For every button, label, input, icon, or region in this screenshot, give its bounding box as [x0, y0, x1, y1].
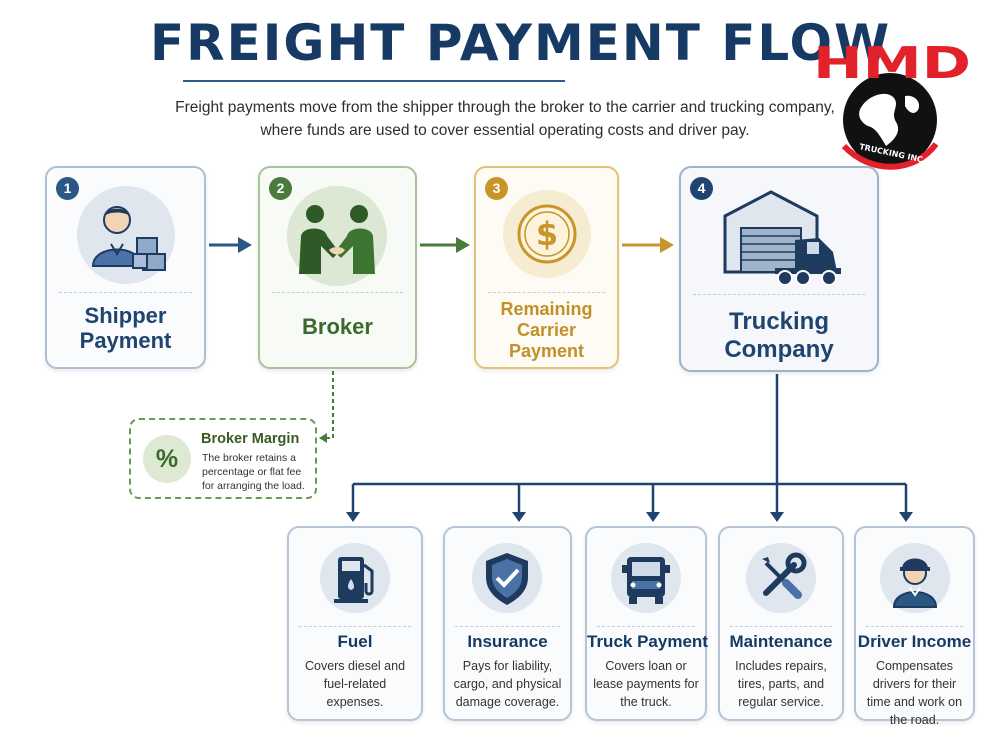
divider [59, 292, 192, 293]
page-title: FREIGHT PAYMENT FLOW [150, 14, 892, 72]
divider [693, 294, 865, 295]
expense-card-insurance: Insurance Pays for liability, cargo, and… [443, 526, 572, 721]
step-label-line-1: Shipper [84, 303, 167, 328]
broker-margin-callout: % Broker Margin The broker retains a per… [129, 418, 317, 499]
divider [299, 626, 411, 627]
arrow-1-2-head [238, 237, 252, 253]
divider [866, 626, 963, 627]
step-card-broker: 2 Broker [258, 166, 417, 369]
step-card-trucking-company: 4 Trucking Company [679, 166, 879, 372]
divider [597, 626, 695, 627]
divider [488, 292, 605, 293]
title-underline [183, 80, 565, 82]
handshake-icon [287, 186, 387, 286]
step-label-line-3: Payment [508, 341, 585, 361]
step-label: Trucking Company [681, 308, 877, 363]
step-number-badge: 1 [56, 177, 79, 200]
step-card-remaining-carrier-payment: 3 $ Remaining Carrier Payment [474, 166, 619, 369]
branch-drops [351, 484, 908, 516]
warehouse-truck-icon [715, 180, 845, 288]
expense-title: Maintenance [729, 632, 833, 651]
company-logo: TRUCKING INC. HMD [810, 36, 975, 174]
step-card-shipper-payment: 1 Shipper Payment [45, 166, 206, 369]
step-label: Shipper Payment [47, 303, 204, 354]
step-number-badge: 3 [485, 177, 508, 200]
expense-description: Includes repairs, tires, parts, and regu… [735, 659, 827, 709]
expense-card-maintenance: Maintenance Includes repairs, tires, par… [718, 526, 844, 721]
driver-icon [880, 543, 950, 613]
shield-check-icon [472, 543, 542, 613]
step-label: Broker [260, 314, 415, 339]
wrench-screwdriver-icon [746, 543, 816, 613]
expense-card-driver-income: Driver Income Compensates drivers for th… [854, 526, 975, 727]
expense-description: Compensates drivers for their time and w… [866, 659, 963, 727]
broker-margin-title: Broker Margin [201, 431, 300, 447]
globe-logo-icon: TRUCKING INC. HMD [813, 38, 971, 170]
expense-description: Pays for liability, cargo, and physical … [453, 659, 562, 709]
step-label-line-2: Payment [79, 328, 172, 354]
step-label-line-2: Carrier [516, 320, 577, 340]
step-label-line-2: Company [724, 335, 834, 363]
step-label: Remaining Carrier Payment [476, 299, 617, 362]
subtitle-line-1: Freight payments move from the shipper t… [175, 99, 835, 116]
expense-description: Covers diesel and fuel-related expenses. [304, 659, 406, 709]
step-number-badge: 2 [269, 177, 292, 200]
step-number-badge: 4 [690, 177, 713, 200]
expense-title: Driver Income [857, 632, 972, 651]
broker-margin-arrowhead [319, 433, 327, 443]
step-label-line-1: Remaining [500, 299, 593, 319]
svg-text:$: $ [536, 215, 558, 253]
arrow-3-4-head [660, 237, 674, 253]
logo-text: HMD [813, 38, 971, 89]
page-subtitle: Freight payments move from the shipper t… [120, 96, 890, 142]
expense-title: Truck Payment [587, 632, 708, 651]
arrow-2-3-head [456, 237, 470, 253]
expense-description: Covers loan or lease payments for the tr… [593, 659, 699, 709]
fuel-pump-icon [320, 543, 390, 613]
divider [272, 292, 403, 293]
divider [455, 626, 560, 627]
dollar-coin-icon: $ [503, 190, 591, 278]
truck-front-icon [611, 543, 681, 613]
expense-title: Insurance [467, 632, 548, 651]
expense-title: Fuel [337, 632, 373, 651]
branch-arrowheads [346, 512, 913, 522]
broker-margin-description: The broker retains a percentage or flat … [202, 452, 305, 492]
expense-card-truck-payment: Truck Payment Covers loan or lease payme… [585, 526, 708, 721]
divider [730, 626, 832, 627]
expense-card-fuel: Fuel Covers diesel and fuel-related expe… [287, 526, 423, 721]
subtitle-line-2: where funds are used to cover essential … [260, 122, 750, 139]
shipper-person-icon [77, 186, 175, 284]
broker-margin-connector [322, 371, 334, 439]
step-label-line-1: Trucking [728, 308, 830, 335]
step-label-line-1: Broker [302, 314, 373, 339]
percent-icon: % [143, 435, 191, 483]
